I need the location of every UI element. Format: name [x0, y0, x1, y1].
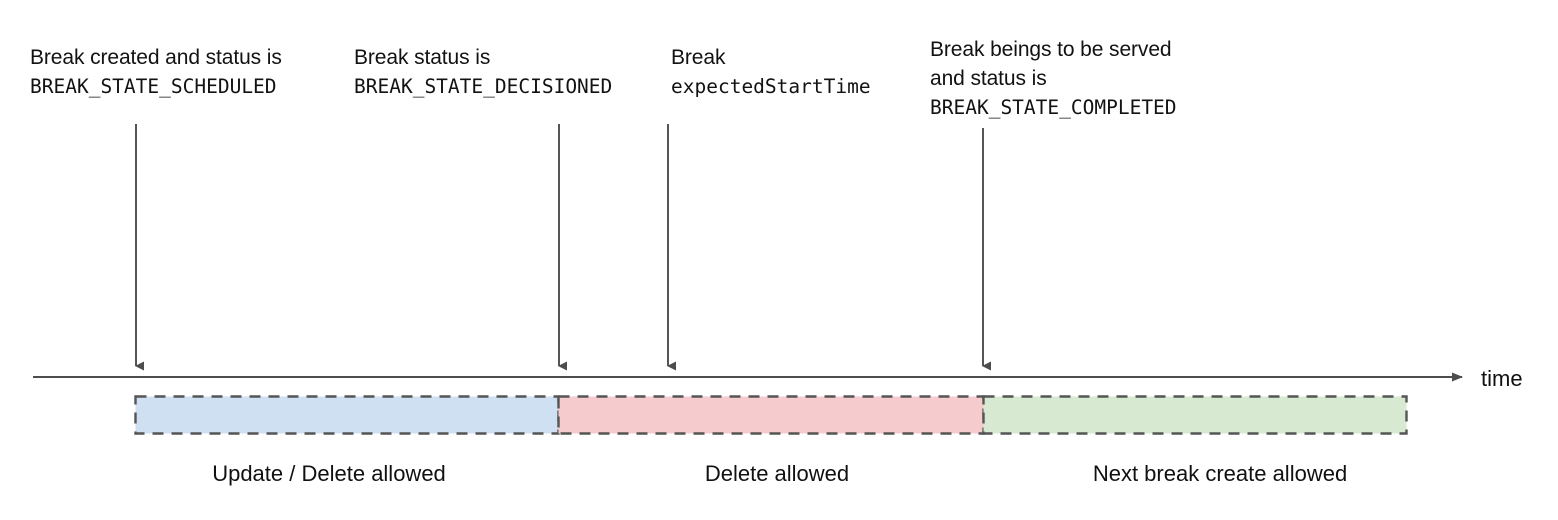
segment-caption-update-delete-allowed: Update / Delete allowed	[212, 461, 446, 486]
segment-caption-next-break-create-allowed: Next break create allowed	[1092, 461, 1348, 486]
time-axis-label: time	[1481, 366, 1523, 391]
annotation-line-2: BREAK_STATE_SCHEDULED	[30, 75, 277, 98]
segment-caption-delete-allowed: Delete allowed	[704, 461, 850, 486]
annotation-line-3: BREAK_STATE_COMPLETED	[930, 96, 1177, 119]
annotation-line-1: Break status is	[354, 46, 491, 69]
phase-bar-next-break-create-allowed	[982, 395, 1408, 435]
annotation-line-2: expectedStartTime	[671, 75, 871, 98]
annotation-line-1: Break created and status is	[30, 46, 282, 69]
annotation-break-expected-start-time: Break expectedStartTime	[671, 43, 871, 101]
annotation-line-2: BREAK_STATE_DECISIONED	[354, 75, 613, 98]
phase-bar-delete-allowed	[557, 395, 985, 435]
annotation-line-1: Break beings to be served	[930, 38, 1172, 61]
phase-bar-update-delete-allowed	[134, 395, 560, 435]
annotation-break-decisioned: Break status is BREAK_STATE_DECISIONED	[354, 43, 612, 101]
annotation-break-served-completed: Break beings to be served and status is …	[930, 35, 1177, 122]
annotation-break-created-scheduled: Break created and status is BREAK_STATE_…	[30, 43, 282, 101]
annotation-line-1: Break	[671, 46, 726, 69]
annotation-line-2: and status is	[930, 67, 1047, 90]
